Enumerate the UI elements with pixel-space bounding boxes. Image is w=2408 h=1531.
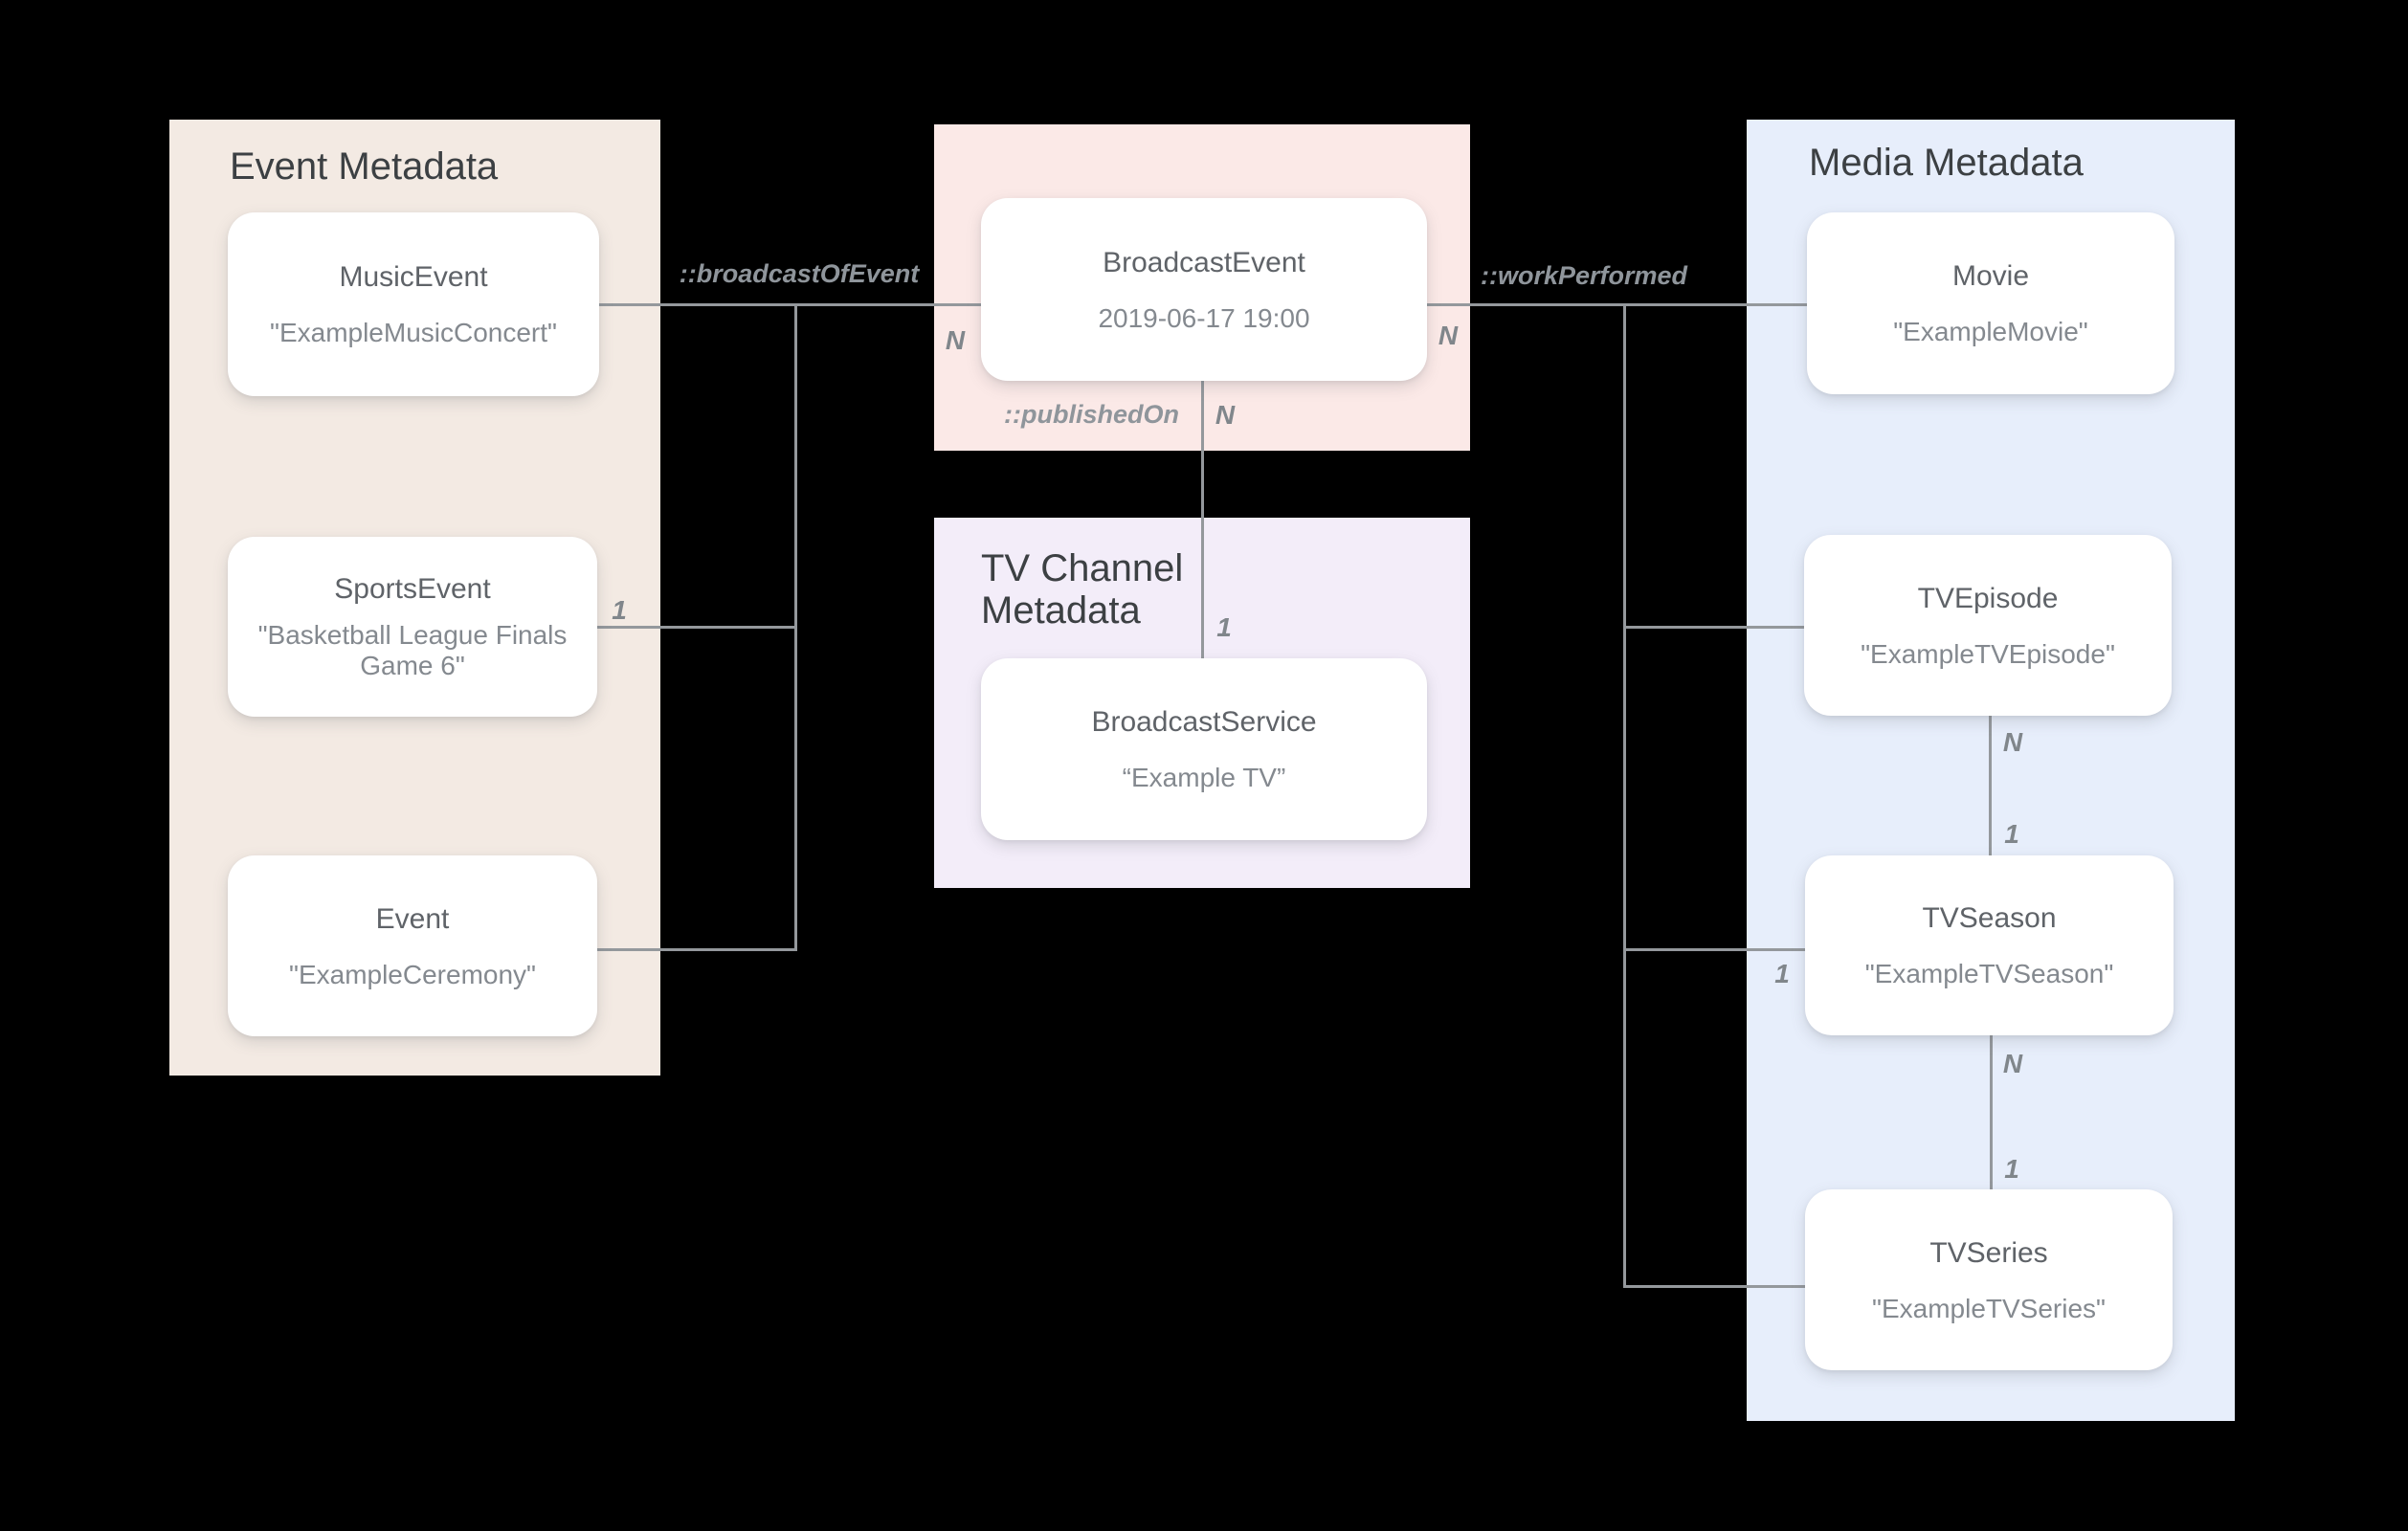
cardinality-episode-season-n: N	[2002, 727, 2023, 757]
tv-episode-instance: "ExampleTVEpisode"	[1861, 638, 2115, 669]
cardinality-season-series-n: N	[2002, 1049, 2023, 1078]
edge-label-broadcast-of-event: ::broadcastOfEvent	[679, 259, 920, 288]
cardinality-season-series-1: 1	[2004, 1154, 2019, 1184]
connector-tvseason-stub-line	[1623, 948, 1808, 951]
sports-event-instance: "Basketball League Finals Game 6"	[257, 620, 568, 680]
event-metadata-title: Event Metadata	[230, 145, 499, 188]
connector-tvepisode-stub-line	[1623, 626, 1807, 629]
sports-event-node: SportsEvent "Basketball League Finals Ga…	[228, 537, 597, 717]
edge-label-work-performed: ::workPerformed	[1480, 261, 1688, 290]
event-node: Event "ExampleCeremony"	[228, 855, 597, 1036]
connector-right-trunk-line	[1623, 303, 1626, 1288]
event-title: Event	[375, 902, 450, 935]
broadcast-service-node: BroadcastService “Example TV”	[981, 658, 1427, 840]
connector-event-stub-line	[597, 948, 797, 951]
connector-broadcastofevent-line	[597, 303, 981, 306]
tv-series-node: TVSeries "ExampleTVSeries"	[1805, 1189, 2173, 1370]
tv-series-instance: "ExampleTVSeries"	[1872, 1293, 2106, 1323]
event-instance: "ExampleCeremony"	[289, 959, 536, 989]
connector-workperformed-line	[1427, 303, 1807, 306]
tv-episode-node: TVEpisode "ExampleTVEpisode"	[1804, 535, 2172, 716]
movie-instance: "ExampleMovie"	[1893, 317, 2088, 346]
movie-node: Movie "ExampleMovie"	[1807, 212, 2174, 394]
broadcast-event-title: BroadcastEvent	[1103, 246, 1305, 278]
tv-season-node: TVSeason "ExampleTVSeason"	[1805, 855, 2174, 1035]
music-event-node: MusicEvent "ExampleMusicConcert"	[228, 212, 599, 396]
cardinality-published-on-n: N	[1215, 400, 1236, 430]
cardinality-sports-event-1: 1	[612, 595, 627, 625]
tv-series-title: TVSeries	[1929, 1236, 2048, 1269]
connector-tvseries-stub-line	[1623, 1285, 1808, 1288]
broadcast-event-node: BroadcastEvent 2019-06-17 19:00	[981, 198, 1427, 381]
edge-label-published-on: ::publishedOn	[1004, 400, 1179, 429]
tv-episode-title: TVEpisode	[1917, 582, 2059, 614]
cardinality-tv-season-1: 1	[1774, 959, 1790, 988]
sports-event-title: SportsEvent	[334, 573, 491, 605]
connector-episode-season-line	[1989, 716, 1992, 855]
media-metadata-title: Media Metadata	[1809, 142, 2084, 184]
broadcast-event-datetime: 2019-06-17 19:00	[1098, 302, 1310, 333]
cardinality-broadcast-service-1: 1	[1216, 612, 1232, 642]
cardinality-episode-season-1: 1	[2004, 819, 2019, 849]
tv-season-title: TVSeason	[1922, 902, 2057, 934]
connector-season-series-line	[1990, 1035, 1993, 1189]
connector-publishedon-line	[1201, 381, 1204, 658]
music-event-instance: "ExampleMusicConcert"	[270, 318, 557, 347]
tv-channel-metadata-title: TV Channel Metadata	[981, 547, 1184, 632]
connector-sportsevent-stub-line	[597, 626, 797, 629]
tv-season-instance: "ExampleTVSeason"	[1864, 959, 2114, 988]
cardinality-broadcast-right-n: N	[1438, 321, 1459, 350]
movie-title: Movie	[1951, 260, 2030, 292]
broadcast-service-instance: “Example TV”	[1122, 763, 1286, 792]
cardinality-broadcast-left-n: N	[945, 325, 966, 355]
music-event-title: MusicEvent	[339, 261, 488, 293]
broadcast-service-title: BroadcastService	[1091, 706, 1317, 738]
